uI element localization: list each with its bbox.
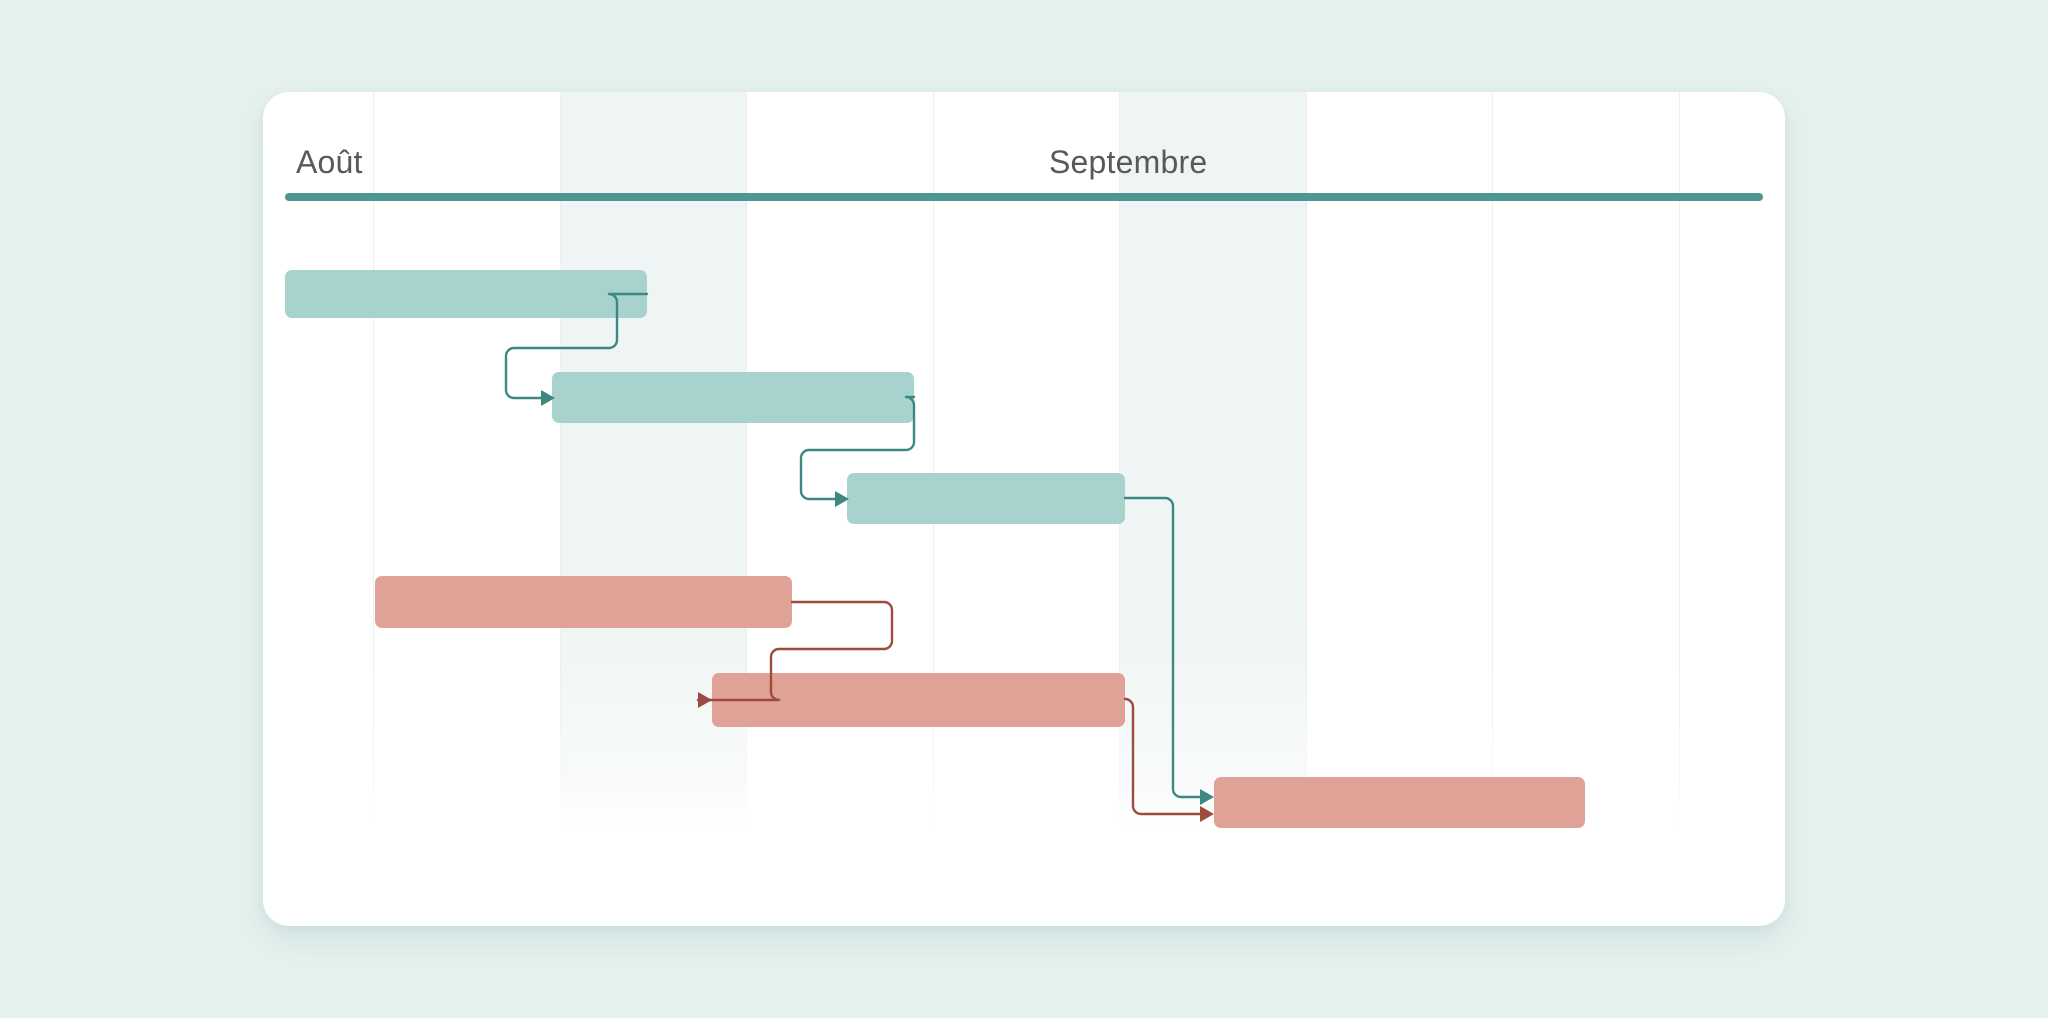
dependency-arrow-task5 — [698, 692, 712, 708]
dependency-arrow-task6-salmon — [1200, 806, 1214, 822]
gridline — [560, 92, 561, 828]
gridline — [373, 92, 374, 828]
gantt-card: Août Septembre — [263, 92, 1785, 926]
task-bar-6[interactable] — [1214, 777, 1585, 828]
dependency-arrow-task6-teal — [1200, 789, 1214, 805]
dependency-task3-task6 — [1123, 496, 1202, 799]
task-bar-5[interactable] — [712, 673, 1125, 727]
dependency-task5-task6 — [1123, 697, 1202, 816]
task-bar-1[interactable] — [285, 270, 647, 318]
gantt-timeline: Août Septembre — [263, 92, 1785, 926]
task-bar-3[interactable] — [847, 473, 1125, 524]
month-label-septembre: Septembre — [1049, 144, 1208, 180]
month-label-aout: Août — [296, 144, 363, 180]
task-bar-4[interactable] — [375, 576, 792, 628]
weekend-band-2 — [1119, 92, 1306, 828]
task-bar-2[interactable] — [552, 372, 914, 423]
timeline-header-rule — [285, 193, 1763, 201]
gridline — [1492, 92, 1493, 828]
gridline — [1306, 92, 1307, 828]
gridline — [1679, 92, 1680, 828]
